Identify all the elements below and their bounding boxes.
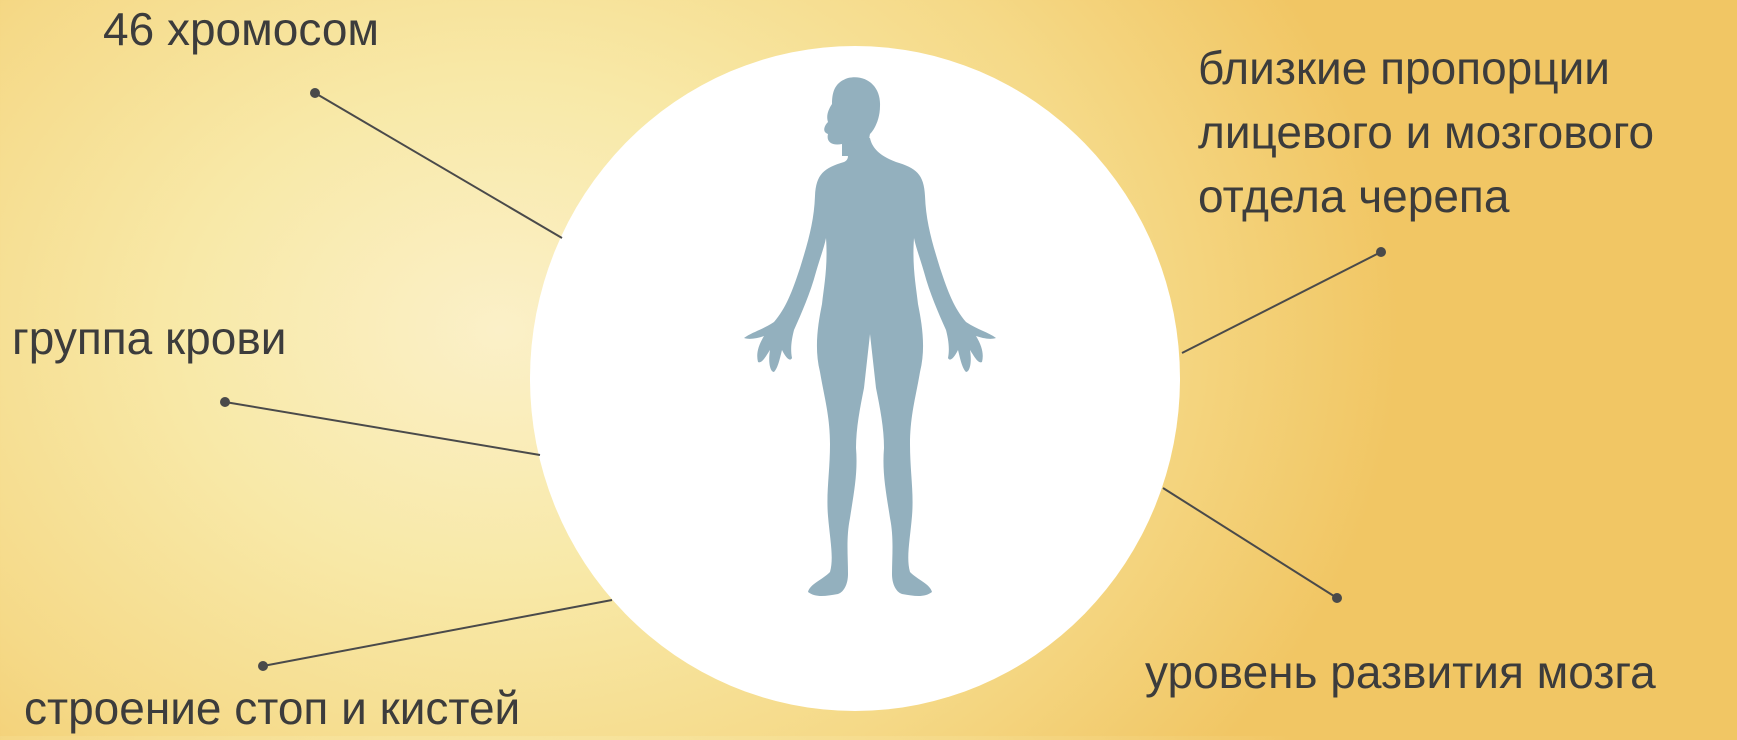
connector-dot-feet-hands — [259, 662, 267, 670]
connector-feet-hands — [263, 600, 612, 666]
connector-dot-blood-group — [221, 398, 229, 406]
label-brain: уровень развития мозга — [1145, 640, 1656, 704]
connector-dot-brain — [1333, 594, 1341, 602]
connector-chromosomes — [315, 93, 562, 238]
label-skull-proportions-line2: лицевого и мозгового — [1198, 100, 1654, 164]
label-blood-group: группа крови — [12, 306, 286, 370]
connector-dot-skull — [1377, 248, 1385, 256]
human-silhouette-icon — [720, 72, 1000, 612]
connector-dot-chromosomes — [311, 89, 319, 97]
connector-brain — [1163, 488, 1337, 598]
label-feet-hands: строение стоп и кистей — [24, 676, 520, 740]
label-skull-proportions-line3: отдела черепа — [1198, 164, 1509, 228]
label-chromosomes: 46 хромосом — [103, 0, 379, 61]
label-skull-proportions-line1: близкие пропорции — [1198, 36, 1610, 100]
connector-skull — [1182, 252, 1381, 353]
connector-blood-group — [225, 402, 540, 455]
